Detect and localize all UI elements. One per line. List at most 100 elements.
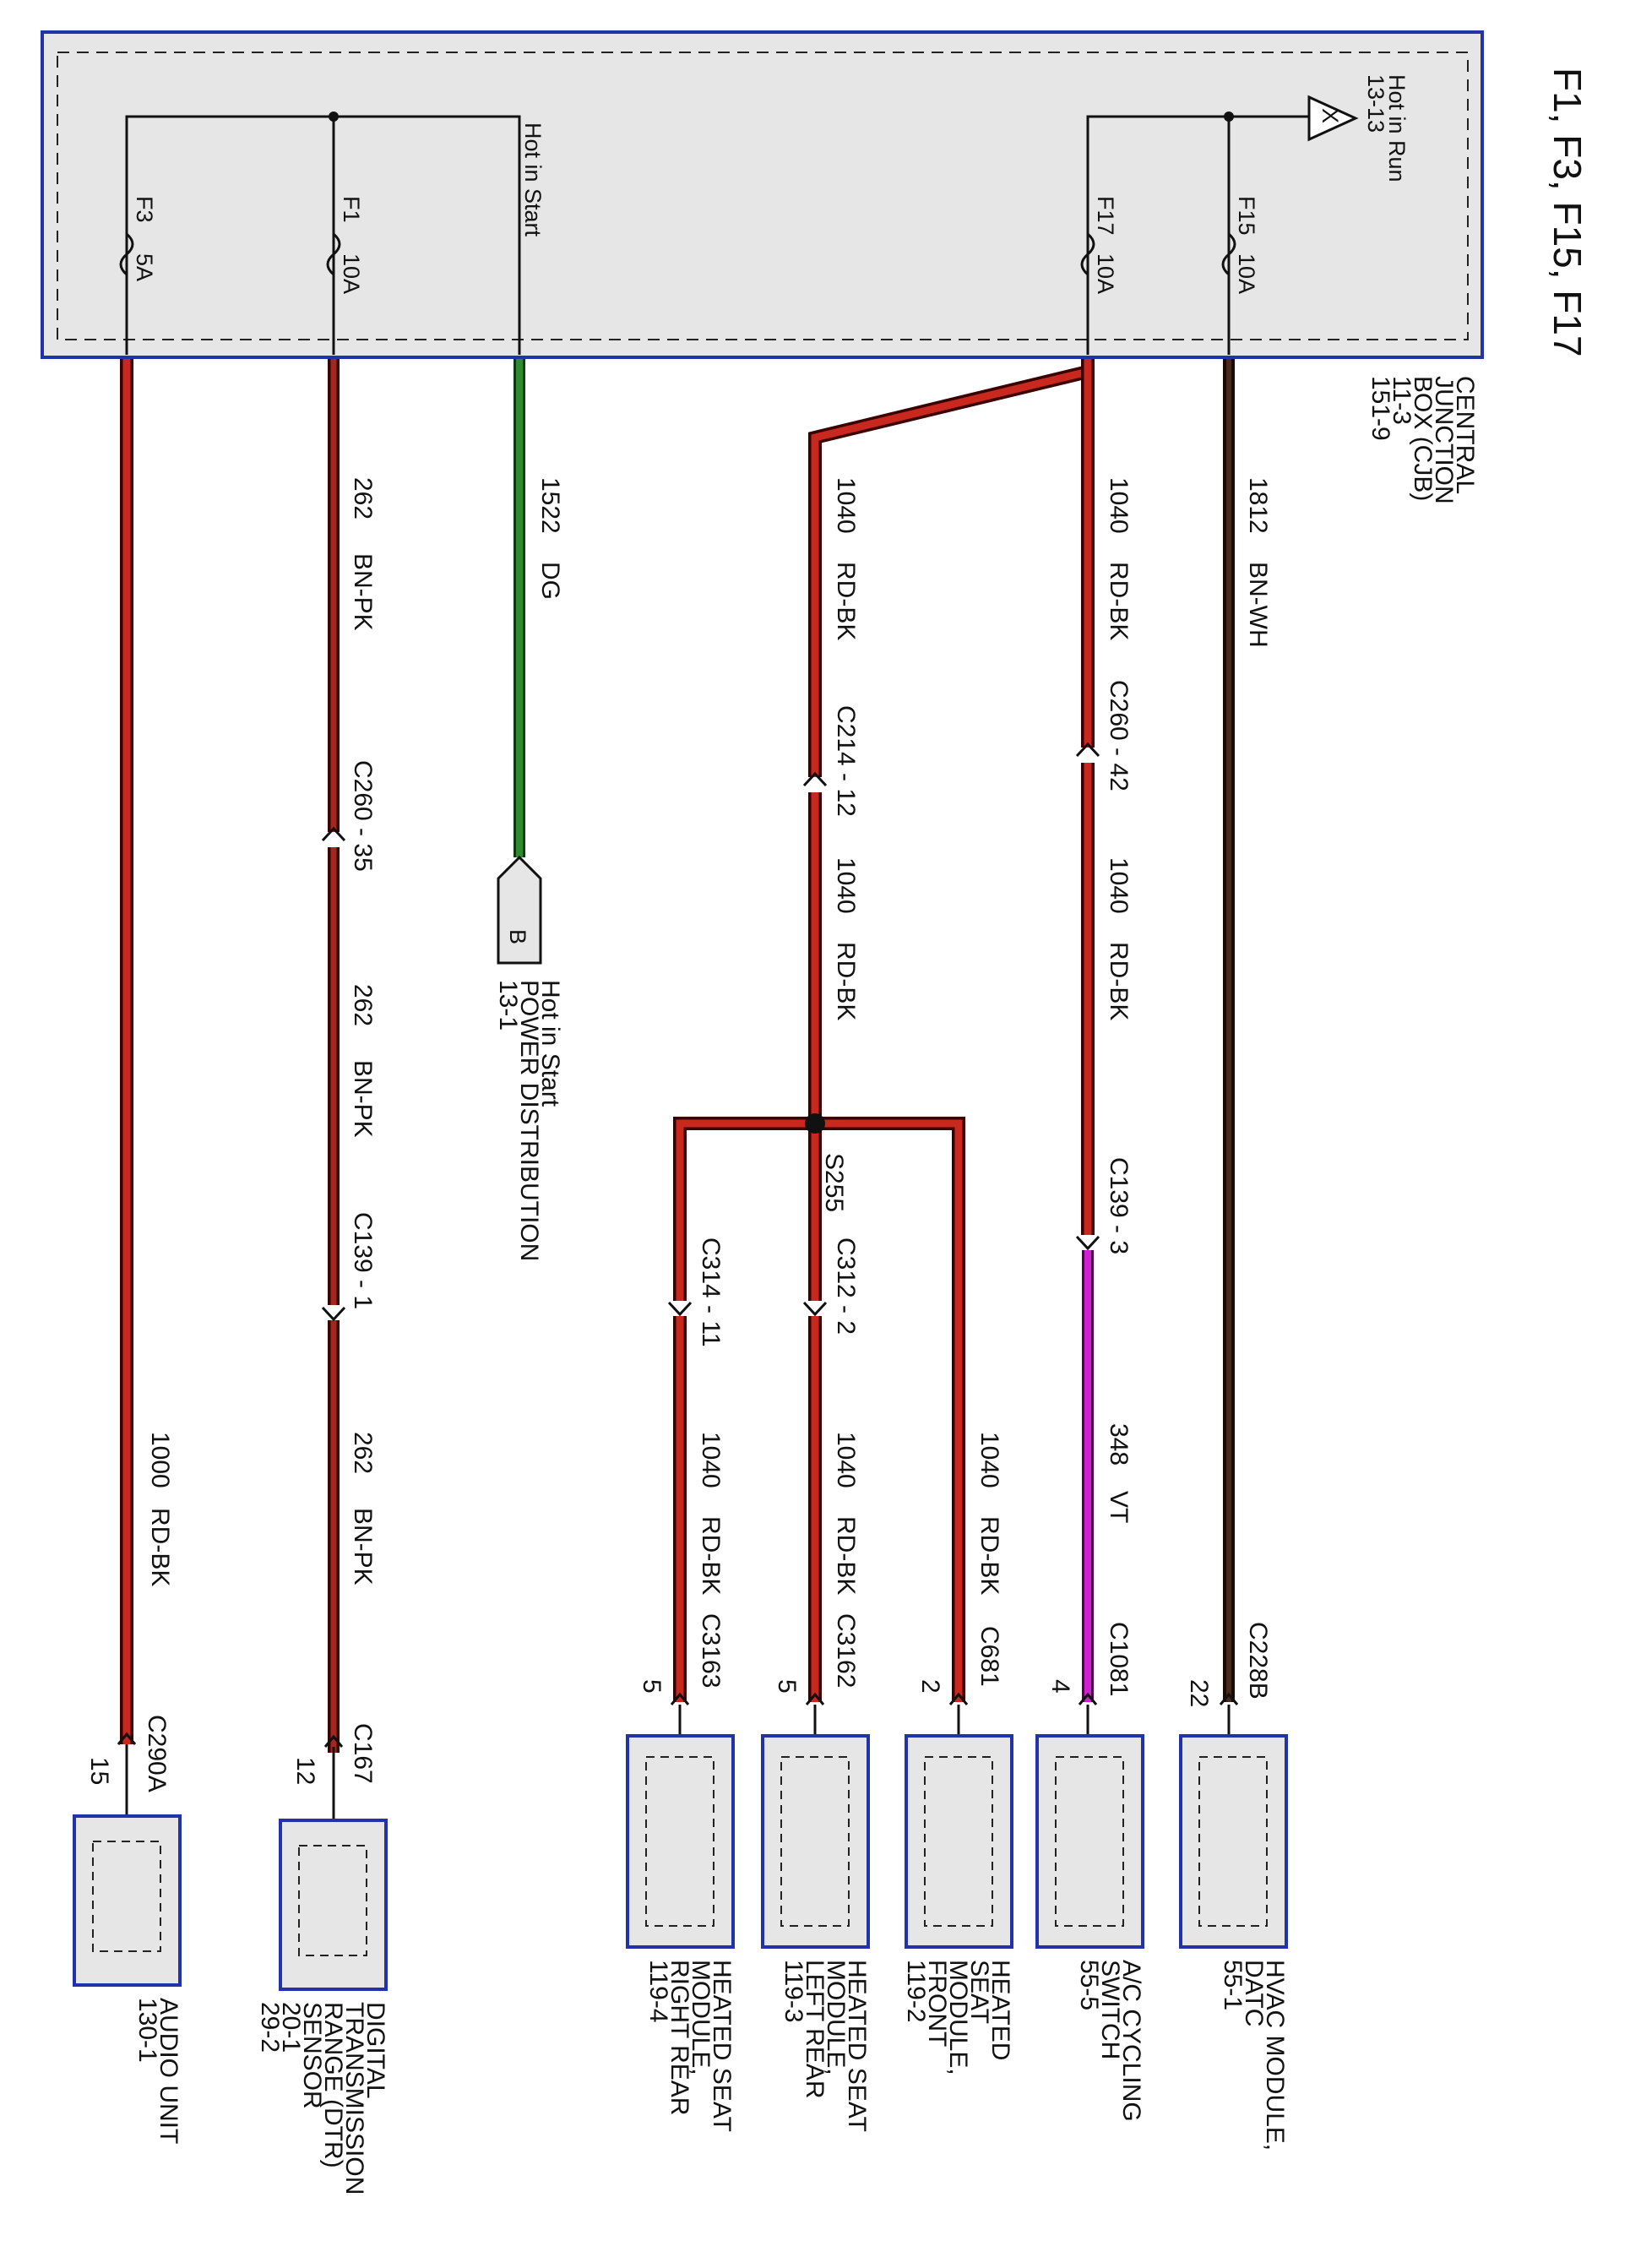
connector-chevron <box>321 826 346 842</box>
wires <box>120 359 1235 1753</box>
circuit-number: 1812 <box>1244 477 1272 534</box>
bus-node <box>1224 111 1234 122</box>
fuse-f17: F17 10A <box>1080 196 1118 294</box>
module-name: SEAT <box>965 1960 993 2024</box>
connector-chevron <box>802 1301 828 1317</box>
module-connector: C3162 <box>832 1613 860 1688</box>
circuit-color: BN-WH <box>1244 562 1272 648</box>
start-ref-line-3: 13-1 <box>494 980 522 1031</box>
circuit-color: BN-PK <box>349 1060 377 1138</box>
module-name: TRANSMISSION <box>340 2002 368 2195</box>
inline-connector-labels: C260 - 35 C139 - 1 C214 - 12 C314 - 11 C… <box>349 680 1133 1347</box>
circuit-number: 1040 <box>1105 477 1133 534</box>
circuit-number: 262 <box>349 1432 377 1474</box>
circuit-color: RD-BK <box>1105 942 1133 1020</box>
connector-label: C260 - 42 <box>1105 680 1133 791</box>
module-pin: 12 <box>291 1757 319 1785</box>
fuse-id: F17 <box>1093 196 1118 236</box>
circuit-number: 1522 <box>536 477 564 534</box>
bus-node <box>329 111 339 122</box>
module-heated-seat-right-rear: C3163 5 HEATED SEAT MODULE, RIGHT REAR 1… <box>626 1613 736 2132</box>
module-dtr-sensor: C167 12 DIGITAL TRANSMISSION RANGE (DTR)… <box>256 1723 389 2195</box>
module-pin: 4 <box>1046 1679 1074 1694</box>
fuse-f3: F3 5A <box>119 196 157 281</box>
start-ref-label: Hot in Start POWER DISTRIBUTION 13-1 <box>494 980 564 1261</box>
module-pin: 5 <box>773 1679 801 1694</box>
start-ref-marker: B <box>497 855 542 965</box>
module-name: DATC <box>1240 1960 1268 2026</box>
hot-in-run-ref: 13-13 <box>1363 74 1388 133</box>
module-heated-seat-front: C681 2 HEATED SEAT MODULE, FRONT 119-2 <box>902 1626 1014 2075</box>
fuse-id: F1 <box>339 196 364 223</box>
module-name: A/C CYCLING <box>1117 1960 1145 2122</box>
circuit-number: 262 <box>349 984 377 1026</box>
connector-label: C314 - 11 <box>697 1237 725 1347</box>
cjb-line-5: 151-9 <box>1366 376 1394 441</box>
connector-chevron <box>667 1301 693 1317</box>
module-ref: 119-2 <box>902 1960 930 2023</box>
circuit-color: RD-BK <box>832 562 860 640</box>
circuit-number: 1040 <box>975 1432 1003 1488</box>
hot-in-run-text: Hot in Run <box>1384 74 1410 182</box>
module-ref: 119-3 <box>780 1960 807 2023</box>
circuit-number: 1040 <box>1105 857 1133 914</box>
module-pin: 5 <box>638 1679 666 1694</box>
module-connector: C3163 <box>697 1613 725 1688</box>
module-connector: C167 <box>349 1723 377 1784</box>
module-name: HEATED <box>986 1960 1014 2060</box>
connector-label: C139 - 3 <box>1105 1157 1133 1254</box>
module-hvac: C228B 22 HVAC MODULE, DATC 55-1 <box>1179 1622 1289 2151</box>
module-connector: C1081 <box>1105 1622 1133 1696</box>
start-ref-line-1: Hot in Start <box>536 980 564 1107</box>
start-ref-line-2: POWER DISTRIBUTION <box>515 980 543 1261</box>
wire-seat-rr-core <box>676 1119 815 1702</box>
module-ref: 55-5 <box>1075 1960 1103 2010</box>
connector-label: C260 - 35 <box>349 760 377 872</box>
fuse-id: F15 <box>1234 196 1259 236</box>
circuit-number: 262 <box>349 477 377 519</box>
cjb-name-label: CENTRAL JUNCTION BOX (CJB) 11-3 151-9 <box>1366 376 1479 504</box>
circuit-color: BN-PK <box>349 553 377 631</box>
module-ref: 119-4 <box>644 1960 672 2023</box>
module-name: AUDIO UNIT <box>155 1998 182 2144</box>
connector-label: C214 - 12 <box>832 705 860 817</box>
fuse-rating: 10A <box>1093 253 1118 294</box>
splice-label: S255 <box>820 1153 848 1212</box>
module-pin: 22 <box>1185 1679 1213 1707</box>
circuit-color: BN-PK <box>349 1508 377 1585</box>
module-ref: 20-1 <box>277 2002 305 2053</box>
cjb-line-2: JUNCTION <box>1430 376 1458 504</box>
start-ref-letter: B <box>505 929 530 944</box>
circuit-color: RD-BK <box>1105 562 1133 640</box>
module-name: HEATED SEAT <box>708 1960 736 2132</box>
module-name: MODULE, <box>687 1960 714 2075</box>
circuit-number: 1040 <box>832 1432 860 1488</box>
hot-in-run-triangle <box>1307 95 1359 142</box>
connector-chevron <box>1075 1235 1100 1251</box>
fuse-f15: F15 10A <box>1221 196 1259 294</box>
module-audio-unit: C290A 15 AUDIO UNIT 130-1 <box>73 1715 182 2144</box>
cjb-line-3: BOX (CJB) <box>1409 376 1437 501</box>
connector-chevron <box>802 771 828 787</box>
module-heated-seat-left-rear: C3162 5 HEATED SEAT MODULE, LEFT REAR 11… <box>761 1613 871 2132</box>
fuse-f1: F1 10A <box>326 196 364 294</box>
module-ref: 55-1 <box>1219 1960 1247 2010</box>
cjb-line-4: 11-3 <box>1388 376 1415 425</box>
module-name: SENSOR <box>298 2002 326 2109</box>
circuit-number: 1040 <box>832 857 860 914</box>
connector-label: C312 - 2 <box>832 1237 860 1335</box>
page-title: F1, F3, F15, F17 <box>1546 68 1589 357</box>
wire-seat-front-core <box>815 1119 963 1702</box>
module-ref: 29-2 <box>256 2002 284 2053</box>
splice-s255 <box>805 1113 825 1134</box>
circuit-number: 1040 <box>832 477 860 534</box>
circuit-color: RD-BK <box>832 942 860 1020</box>
module-name: FRONT <box>923 1960 951 2047</box>
module-connector: C681 <box>975 1626 1003 1687</box>
circuit-number: 1000 <box>146 1432 174 1488</box>
module-name: MODULE, <box>822 1960 850 2075</box>
circuit-color: RD-BK <box>697 1516 725 1595</box>
fuse-rating: 5A <box>132 253 157 281</box>
